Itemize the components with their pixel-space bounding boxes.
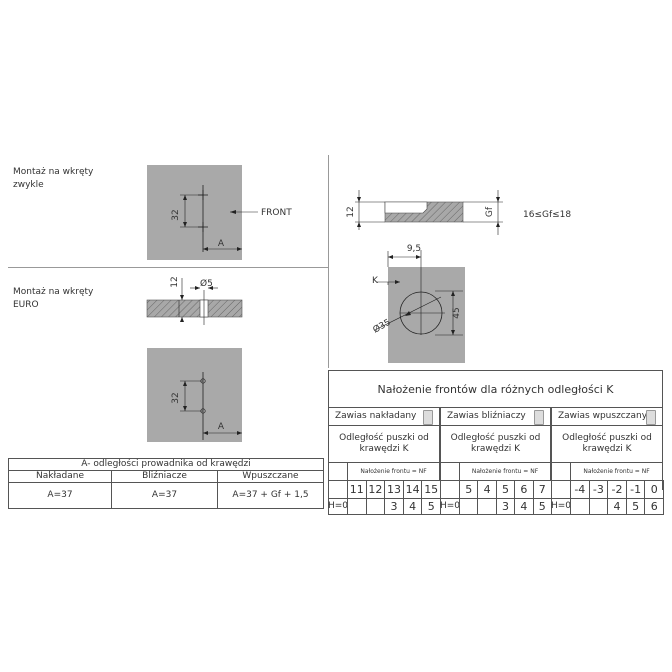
- h-value: 5: [532, 498, 552, 515]
- nf-value: 6: [514, 480, 534, 499]
- dim-d5: Ø5: [200, 278, 213, 289]
- dim-a-2: A: [218, 422, 225, 432]
- h-value: 5: [421, 498, 441, 515]
- dim-gf: Gf: [485, 206, 495, 217]
- dim-32-b: 32: [171, 392, 181, 403]
- nf-value: 12: [365, 480, 386, 499]
- h-value: 3: [384, 498, 404, 515]
- distance-label: Odległość puszki od krawędzi K: [551, 425, 663, 463]
- hinge-type-label: Zawias wpuszczany: [551, 407, 663, 426]
- nf-value: 11: [347, 480, 367, 499]
- nf-value: 15: [421, 480, 441, 499]
- nf-value: 13: [384, 480, 404, 499]
- a-value-inset: A=37 + Gf + 1,5: [217, 482, 324, 509]
- blank-cell: [440, 480, 460, 499]
- dim-32-a: 32: [171, 209, 181, 220]
- nf-value: 5: [495, 480, 516, 499]
- h-value: 4: [402, 498, 423, 515]
- hinge-icon: [534, 410, 544, 425]
- hinge-icon: [423, 410, 433, 425]
- nf-value: -1: [625, 480, 646, 499]
- top-plate: [147, 165, 242, 260]
- hinge-icon: [646, 410, 656, 425]
- a-value-twin: A=37: [111, 482, 218, 509]
- h-label: H=0: [551, 498, 571, 515]
- dim-9-5: 9,5: [407, 244, 421, 254]
- blank-cell: [440, 462, 460, 481]
- blank-cell: [551, 480, 571, 499]
- h-value: [347, 498, 367, 515]
- nf-value: 0: [644, 480, 664, 499]
- nf-value: 5: [459, 480, 479, 499]
- blank-cell: [551, 462, 571, 481]
- nf-label: Nałożenie frontu = NF: [459, 462, 551, 481]
- nf-value: 7: [532, 480, 552, 499]
- dim-45: 45: [452, 307, 462, 318]
- nf-value: -4: [570, 480, 590, 499]
- hinge-type-label: Zawias bliźniaczy: [440, 407, 551, 426]
- h-value: [570, 498, 590, 515]
- nf-label: Nałożenie frontu = NF: [570, 462, 663, 481]
- dim-k: K: [372, 276, 379, 286]
- h-label: H=0: [440, 498, 460, 515]
- right-drawings: 12 Gf 16≤Gf≤18 9,5 K Ø35 45: [346, 190, 571, 363]
- horizontal-divider: [8, 267, 329, 268]
- vertical-divider: [328, 155, 329, 368]
- bottom-plate: [147, 348, 242, 442]
- nf-value: 14: [402, 480, 423, 499]
- h-value: [588, 498, 609, 515]
- h-value: 6: [644, 498, 664, 515]
- hinge-type-label: Zawias nakładany: [328, 407, 440, 426]
- a-value-overlay: A=37: [8, 482, 112, 509]
- h-value: 3: [495, 498, 516, 515]
- gf-range: 16≤Gf≤18: [523, 210, 571, 220]
- nf-value: -3: [588, 480, 609, 499]
- front-label: FRONT: [261, 208, 292, 218]
- mount-regular-label: Montaż na wkręty zwykle: [13, 167, 94, 190]
- nf-value: 4: [477, 480, 497, 499]
- h-value: [365, 498, 386, 515]
- blank-cell: [328, 462, 348, 481]
- distance-label: Odległość puszki od krawędzi K: [440, 425, 551, 463]
- dim-12: 12: [170, 276, 180, 287]
- dim-12-right: 12: [346, 206, 356, 217]
- k-table-title: Nałożenie frontów dla różnych odległości…: [328, 370, 663, 408]
- blank-cell: [328, 480, 348, 499]
- h-label: H=0: [328, 498, 348, 515]
- h-value: [459, 498, 479, 515]
- h-value: 4: [607, 498, 627, 515]
- dim-a-1: A: [218, 239, 225, 249]
- left-drawings: 32 A FRONT 12 Ø5 32 A: [146, 165, 292, 442]
- mount-euro-label: Montaż na wkręty EURO: [13, 287, 94, 310]
- h-value: [477, 498, 497, 515]
- nf-label: Nałożenie frontu = NF: [347, 462, 440, 481]
- h-value: 5: [625, 498, 646, 515]
- h-value: 4: [514, 498, 534, 515]
- distance-label: Odległość puszki od krawędzi K: [328, 425, 440, 463]
- nf-value: -2: [607, 480, 627, 499]
- euro-section: [146, 299, 243, 318]
